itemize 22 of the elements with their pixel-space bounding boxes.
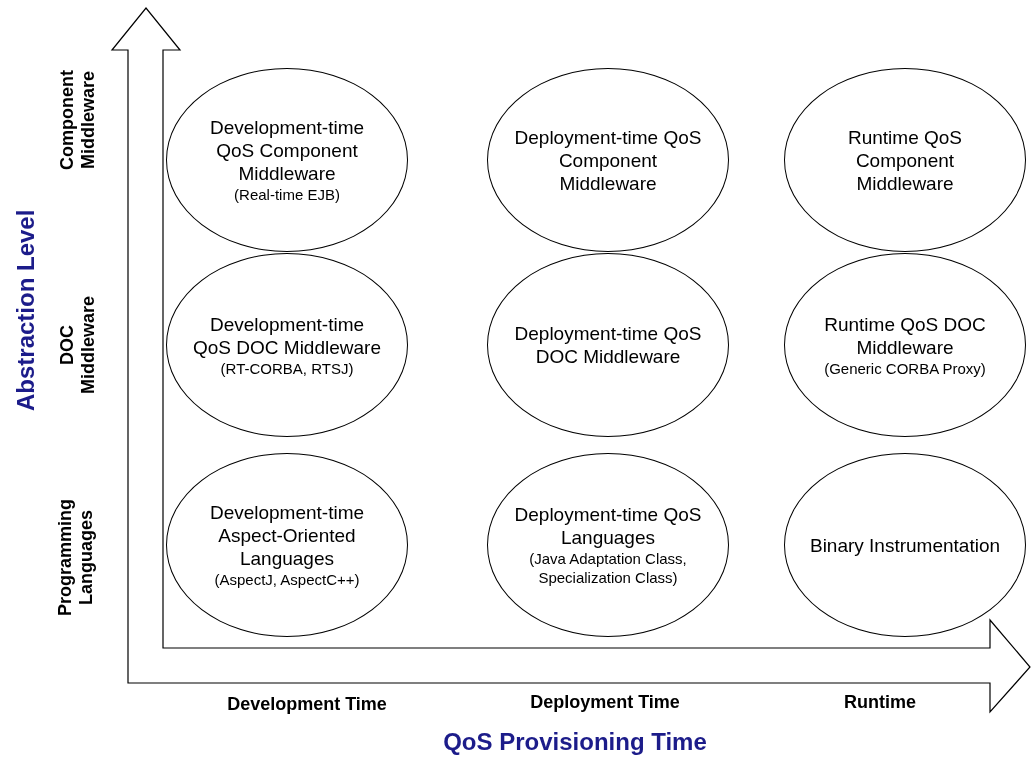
row-label: DOC Middleware xyxy=(56,295,99,396)
node-examples: (Real-time EJB) xyxy=(234,185,340,204)
column-label: Development Time xyxy=(226,694,388,716)
column-label: Runtime xyxy=(843,692,917,714)
node-examples: (RT-CORBA, RTSJ) xyxy=(220,358,354,378)
node-title: Development-time QoS Component Middleware xyxy=(208,116,366,185)
node-title: Runtime QoS DOC Middleware xyxy=(823,312,987,359)
node-title: Development-time Aspect-Oriented Languages xyxy=(208,501,366,570)
node-examples: (Java Adaptation Class, Specialization Class) xyxy=(528,549,688,587)
node-title: Deployment-time QoS Languages xyxy=(513,503,703,549)
node-title: Binary Instrumentation xyxy=(809,533,1001,557)
node-title: Development-time QoS DOC Middleware xyxy=(192,312,382,359)
node-examples: (AspectJ, AspectC++) xyxy=(214,570,360,589)
node-examples: (Generic CORBA Proxy) xyxy=(824,358,986,378)
node-title: Runtime QoS Component Middleware xyxy=(846,125,963,195)
node-title: Deployment-time QoS DOC Middleware xyxy=(513,322,703,368)
row-label: Programming Languages xyxy=(54,498,97,618)
axis-title: QoS Provisioning Time xyxy=(442,728,708,757)
column-label: Deployment Time xyxy=(529,692,681,714)
node-title: Deployment-time QoS Component Middleware xyxy=(513,125,703,195)
axis-title: Abstraction Level xyxy=(10,208,40,413)
row-label: Component Middleware xyxy=(56,69,99,172)
